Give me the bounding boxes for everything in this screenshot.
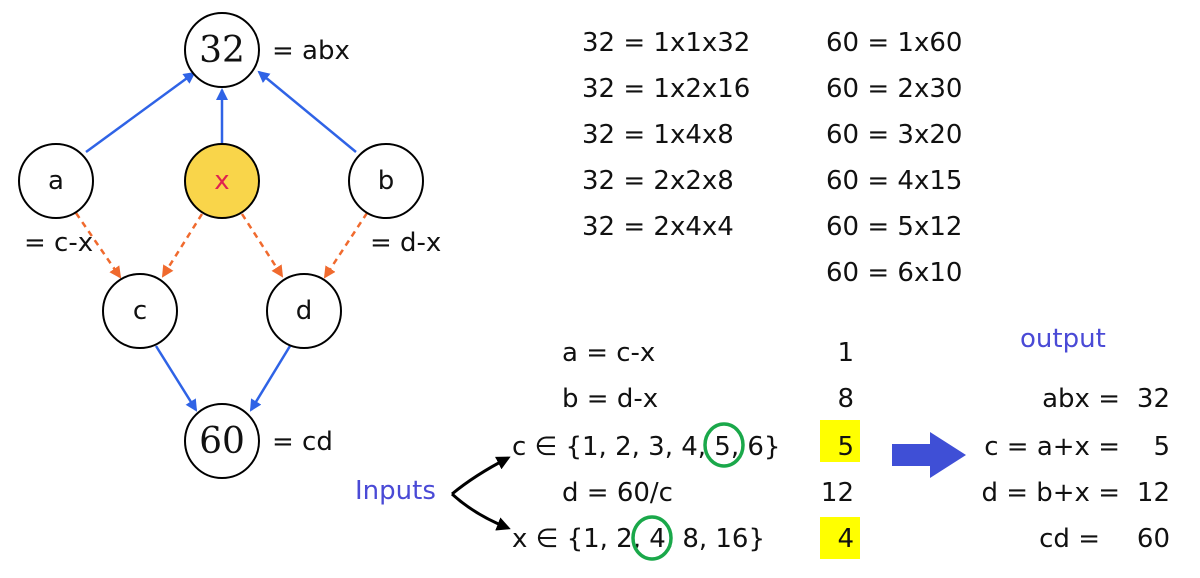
highlight-c-value	[820, 420, 860, 462]
fact-32-3: 32 = 1x4x8	[582, 120, 734, 150]
fact-60-5: 60 = 5x12	[826, 212, 963, 242]
fact-60-2: 60 = 2x30	[826, 74, 963, 104]
node-b: b	[348, 143, 424, 219]
edge-c-to-bottom	[154, 345, 198, 412]
edge-x-to-c	[161, 213, 204, 278]
fact-32-1: 32 = 1x1x32	[582, 28, 751, 58]
fact-60-4: 60 = 4x15	[826, 166, 963, 196]
output-value-c: 5	[1153, 432, 1170, 462]
node-d: d	[266, 273, 342, 349]
value-d: 12	[820, 478, 854, 508]
output-lhs-c: c = a+x =	[984, 432, 1120, 462]
label-abx: = abx	[272, 36, 350, 66]
fact-60-6: 60 = 6x10	[826, 258, 963, 288]
edge-d-to-bottom	[249, 345, 292, 412]
fact-32-4: 32 = 2x2x8	[582, 166, 734, 196]
node-c: c	[102, 273, 178, 349]
fact-60-1: 60 = 1x60	[826, 28, 963, 58]
eq-d: d = 60/c	[562, 478, 673, 508]
node-x: x	[184, 143, 260, 219]
output-lhs-d: d = b+x =	[981, 478, 1120, 508]
graph-edges	[74, 70, 369, 412]
output-title: output	[1020, 324, 1106, 354]
node-32: 32	[184, 12, 260, 88]
output-lhs-cd: cd =	[1039, 524, 1100, 554]
edge-a-to-top	[85, 71, 196, 154]
edge-b-to-top	[257, 70, 357, 153]
eq-a: a = c-x	[562, 338, 656, 368]
value-a: 1	[837, 338, 854, 368]
output-value-cd: 60	[1136, 524, 1170, 554]
node-60: 60	[184, 403, 260, 479]
output-value-d: 12	[1136, 478, 1170, 508]
value-x: 4	[837, 524, 854, 554]
eq-x-domain: x ∈ {1, 2, 4, 8, 16}	[512, 524, 766, 554]
right-arrow-icon	[892, 432, 966, 478]
fact-32-2: 32 = 1x2x16	[582, 74, 751, 104]
label-cd: = cd	[272, 427, 333, 457]
eq-b: b = d-x	[562, 384, 659, 414]
label-d-minus-x: = d-x	[370, 228, 442, 258]
output-value-abx: 32	[1136, 384, 1170, 414]
inputs-label: Inputs	[355, 476, 436, 506]
label-c-minus-x: = c-x	[24, 228, 94, 258]
edge-x-to-d	[240, 213, 284, 278]
edge-b-to-d	[323, 212, 369, 279]
value-c: 5	[837, 432, 854, 462]
highlight-x-value	[820, 517, 860, 559]
output-lhs-abx: abx =	[1042, 384, 1120, 414]
node-a: a	[18, 143, 94, 219]
fact-60-3: 60 = 3x20	[826, 120, 963, 150]
fact-32-5: 32 = 2x4x4	[582, 212, 734, 242]
edge-a-to-c	[74, 212, 122, 279]
value-b: 8	[837, 384, 854, 414]
eq-c-domain: c ∈ {1, 2, 3, 4, 5, 6}	[512, 432, 781, 462]
